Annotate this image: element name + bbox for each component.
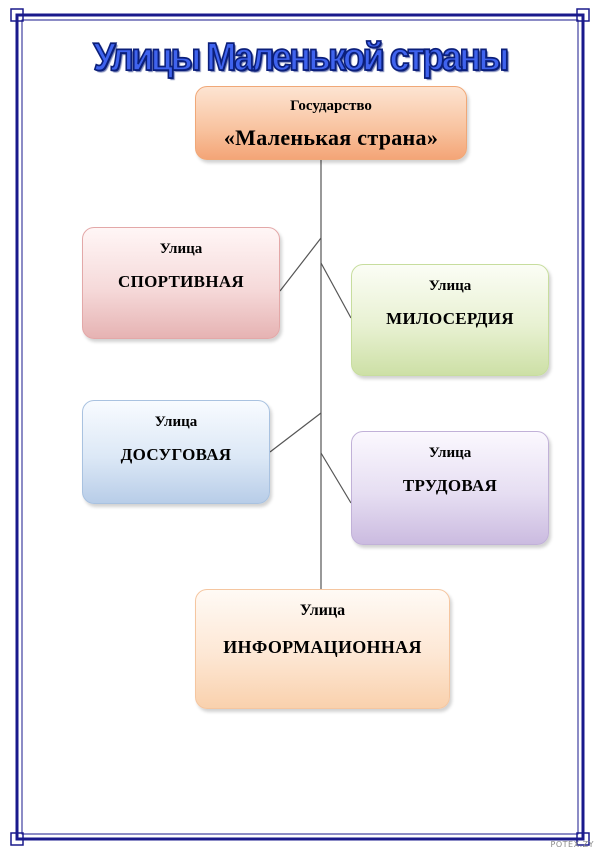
page-title: Улицы Маленькой страны xyxy=(92,33,510,79)
state-line2: «Маленькая страна» xyxy=(223,125,439,150)
street-box-info: Улица ИНФОРМАЦИОННАЯ xyxy=(195,589,450,709)
street-label: Улица xyxy=(159,241,203,257)
street-label: Улица xyxy=(299,602,346,619)
street-box-leisure: Улица ДОСУГОВАЯ xyxy=(82,400,270,504)
street-box-sport: Улица СПОРТИВНАЯ xyxy=(82,227,280,339)
street-label: Улица xyxy=(428,445,472,461)
connector-lines xyxy=(269,160,352,589)
street-box-labor: Улица ТРУДОВАЯ xyxy=(351,431,549,545)
street-label: Улица xyxy=(154,414,198,430)
state-box: Государство «Маленькая страна» xyxy=(195,86,467,160)
street-label: Улица xyxy=(428,278,472,294)
state-line1: Государство xyxy=(290,98,372,114)
watermark: РОТЕХ.ZY xyxy=(550,840,594,849)
street-name: ТРУДОВАЯ xyxy=(402,476,498,495)
street-name: ИНФОРМАЦИОННАЯ xyxy=(223,637,422,657)
street-box-mercy: Улица МИЛОСЕРДИЯ xyxy=(351,264,549,376)
street-name: СПОРТИВНАЯ xyxy=(118,272,244,291)
street-name: МИЛОСЕРДИЯ xyxy=(386,309,514,328)
street-name: ДОСУГОВАЯ xyxy=(120,445,232,464)
